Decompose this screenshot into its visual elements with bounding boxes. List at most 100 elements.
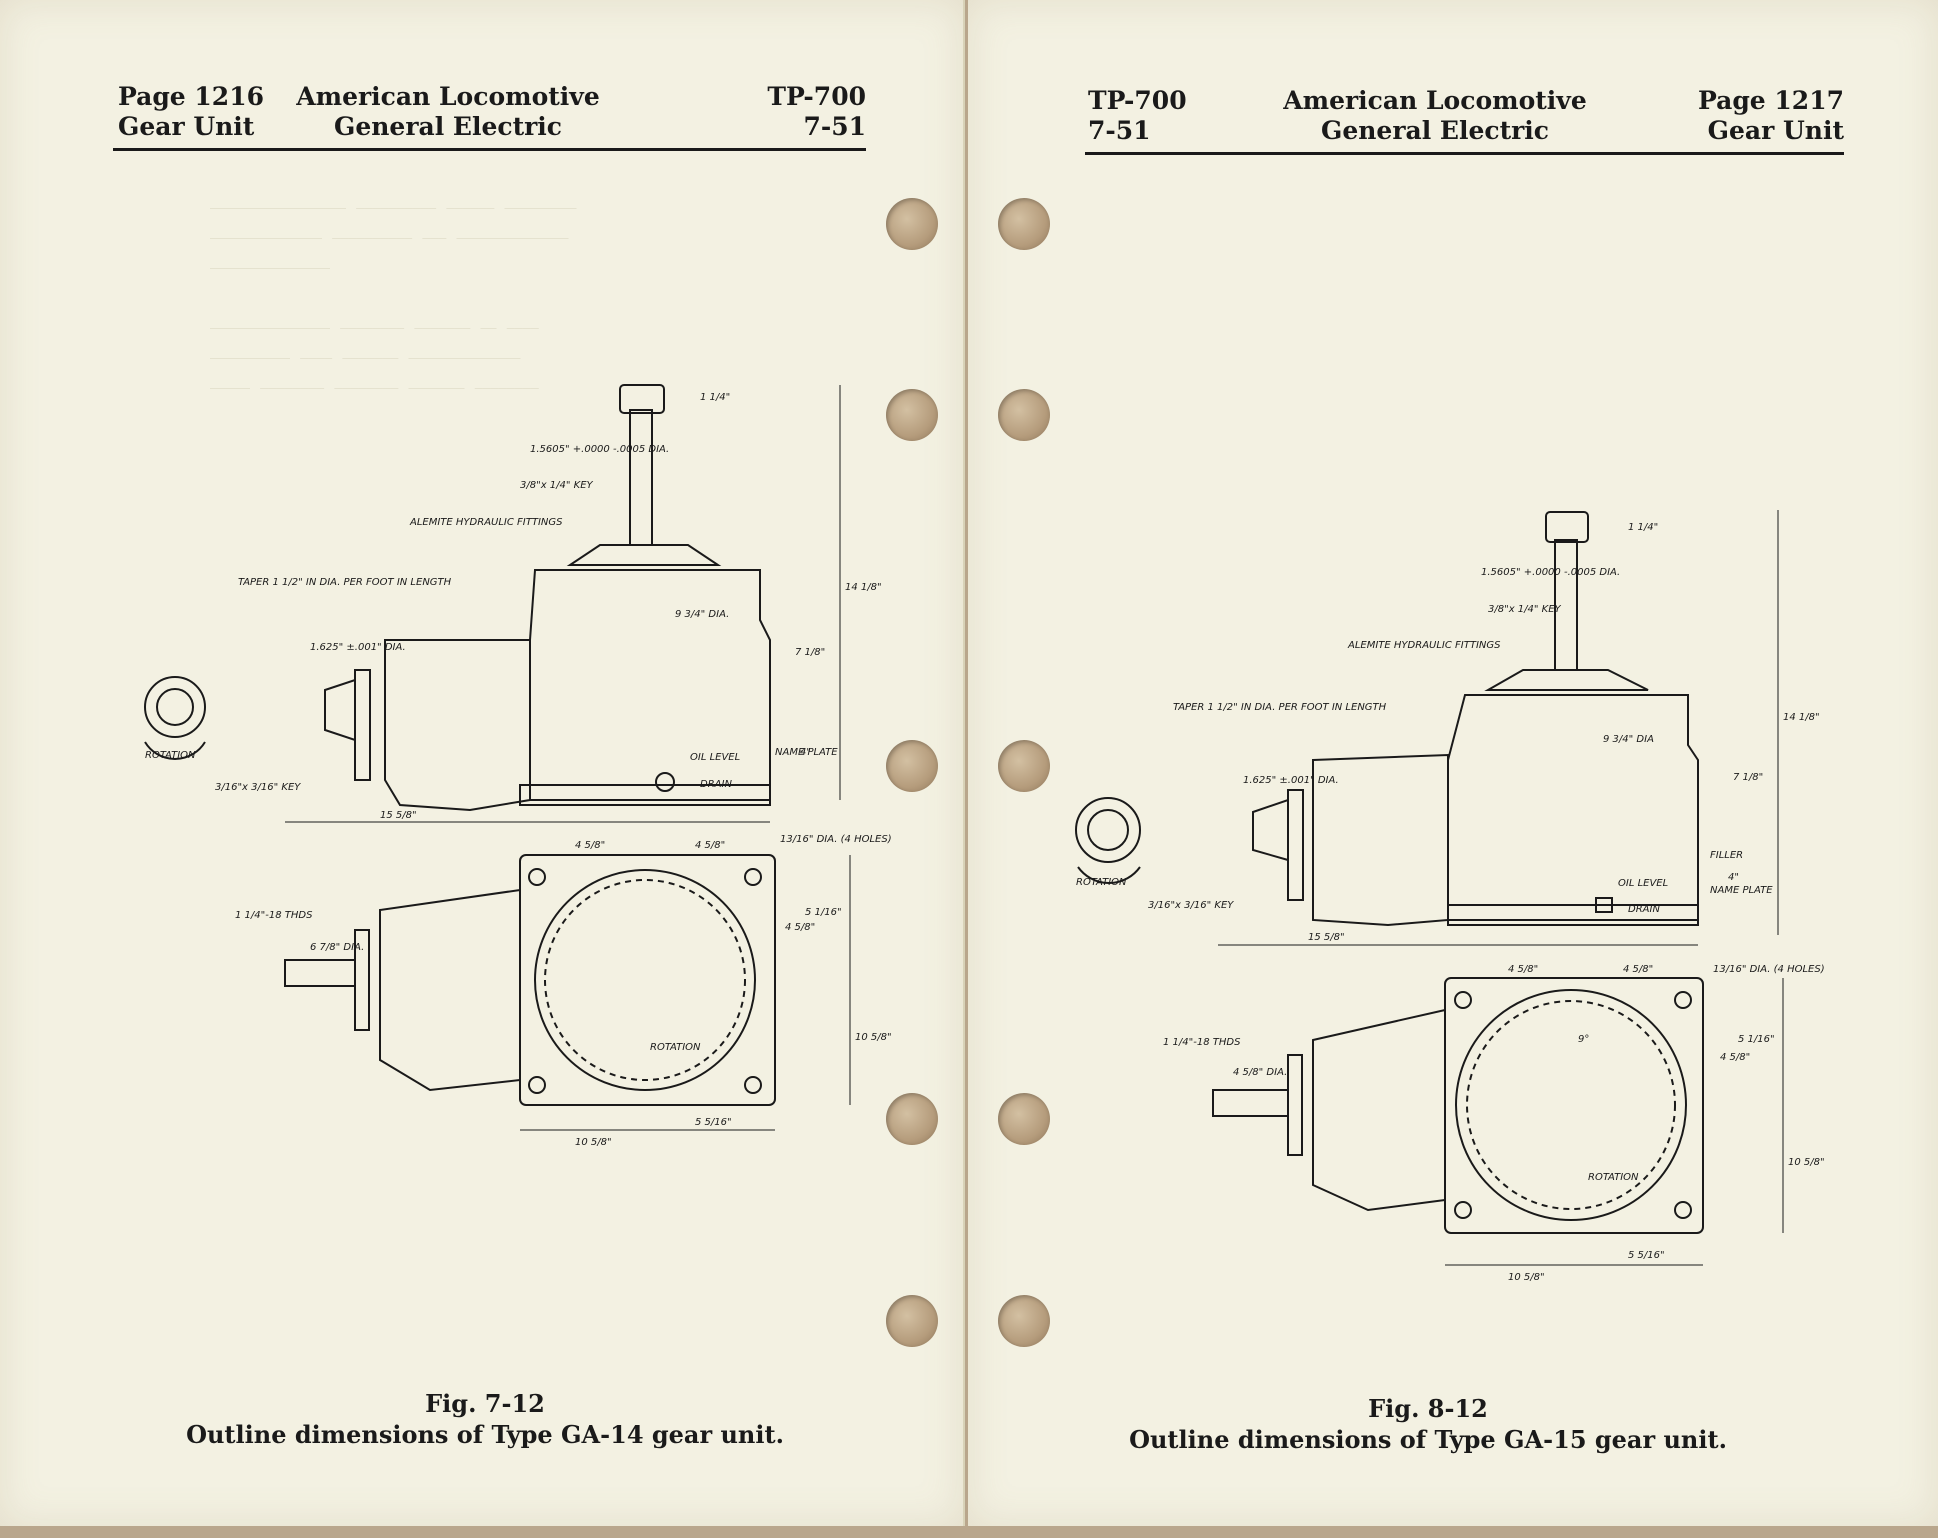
label-bore: 1.625" ±.001" DIA.: [310, 642, 406, 653]
label-rotation-top: ROTATION: [1076, 877, 1127, 888]
label-thds: 1 1/4"-18 THDS: [1163, 1037, 1241, 1048]
upper-housing: [529, 569, 771, 801]
label-oil-level: OIL LEVEL: [690, 752, 740, 763]
section-title: Gear Unit: [118, 112, 255, 141]
page-number: Page 1217: [1698, 86, 1844, 115]
dim-height: 14 1/8": [845, 582, 882, 593]
label-drain: DRAIN: [700, 779, 732, 790]
dim-body: 7 1/8": [1733, 772, 1763, 783]
label-taper: TAPER 1 1/2" IN DIA. PER FOOT IN LENGTH: [238, 577, 452, 588]
figure-caption-text: Outline dimensions of Type GA-15 gear un…: [1129, 1425, 1727, 1454]
bleed-through-text: _________________ __________ ______ ____…: [210, 190, 577, 389]
punch-hole: [886, 1295, 938, 1347]
label-holes: 13/16" DIA. (4 HOLES): [1713, 964, 1825, 975]
dim-half-a: 4 5/8": [1508, 964, 1538, 975]
bolt-hole-2: [744, 868, 762, 886]
dim-4: 4": [1728, 872, 1739, 883]
label-alemite: ALEMITE HYDRAULIC FITTINGS: [1347, 640, 1501, 651]
bolt-hole-1: [528, 868, 546, 886]
dim-side-b: 5 1/16": [805, 907, 842, 918]
left-page-header: Page 1216 Gear Unit American Locomotive …: [113, 82, 866, 158]
shaft-nut: [619, 384, 665, 414]
dim-4: 4": [800, 747, 811, 758]
punch-hole: [998, 1093, 1050, 1145]
end-view-flange-outer: [1075, 797, 1141, 863]
doc-date: 7-51: [803, 112, 866, 141]
header-rule: [1085, 152, 1844, 155]
dim-base: 10 5/8": [1508, 1272, 1545, 1283]
plan-view-bore-dashed: [1466, 1000, 1676, 1210]
dim-half-a: 4 5/8": [575, 840, 605, 851]
dim-off: 5 5/16": [695, 1117, 732, 1128]
label-name-plate: NAME PLATE: [775, 747, 838, 758]
figure-8-12-drawing: 1.5605" +.0000 -.0005 DIA. 3/8"x 1/4" KE…: [1075, 510, 1825, 1283]
drain-plug: [1595, 897, 1613, 913]
figure-caption-left: Fig. 7-12 Outline dimensions of Type GA-…: [160, 1388, 810, 1450]
input-flange: [354, 669, 371, 781]
figure-7-12-drawing: 1.5605" +.0000 -.0005 DIA. 3/8"x 1/4" KE…: [144, 384, 892, 1148]
dim-side-a: 4 5/8": [1720, 1052, 1750, 1063]
company-line-2: General Electric: [333, 112, 563, 141]
page-number: Page 1216: [118, 82, 264, 111]
dim-half-b: 4 5/8": [695, 840, 725, 851]
rotation-arrow-end: [144, 741, 206, 760]
label-oil-level: OIL LEVEL: [1618, 878, 1668, 889]
dim-side: 10 5/8": [855, 1032, 892, 1043]
label-rotation-bottom: ROTATION: [1588, 1172, 1639, 1183]
dim-shaft: 4 5/8" DIA.: [1233, 1067, 1287, 1078]
label-key-top: 3/8"x 1/4" KEY: [1488, 604, 1562, 615]
label-alemite: ALEMITE HYDRAULIC FITTINGS: [409, 517, 563, 528]
company-line-1: American Locomotive: [1283, 86, 1587, 115]
label-bore: 1.625" ±.001" DIA.: [1243, 775, 1339, 786]
bolt-hole-3: [1454, 1201, 1472, 1219]
right-page-header: TP-700 7-51 American Locomotive General …: [1085, 86, 1844, 162]
figure-caption-right: Fig. 8-12 Outline dimensions of Type GA-…: [1088, 1393, 1768, 1455]
punch-hole: [998, 740, 1050, 792]
side-housing: [1312, 753, 1449, 927]
plan-input-shaft: [1212, 1089, 1289, 1117]
plan-view-bore: [534, 869, 756, 1091]
plan-view-bore: [1455, 989, 1687, 1221]
company-line-1: American Locomotive: [296, 82, 600, 111]
bearing-cap: [566, 544, 722, 566]
punch-hole: [998, 1295, 1050, 1347]
label-shaft-dia: 1.5605" +.0000 -.0005 DIA.: [1481, 567, 1620, 578]
label-key-side: 3/16"x 3/16" KEY: [1148, 900, 1234, 911]
dim-length: 15 5/8": [1308, 932, 1345, 943]
punch-hole: [886, 198, 938, 250]
input-shaft-taper: [1252, 798, 1289, 862]
doc-date: 7-51: [1088, 116, 1151, 145]
side-housing: [384, 639, 531, 812]
header-rule: [113, 148, 866, 151]
bolt-hole-4: [1674, 1201, 1692, 1219]
bolt-hole-4: [744, 1076, 762, 1094]
label-shaft-dia: 1.5605" +.0000 -.0005 DIA.: [530, 444, 669, 455]
left-page: Page 1216 Gear Unit American Locomotive …: [0, 0, 965, 1526]
end-view-flange-inner: [156, 688, 194, 726]
section-title: Gear Unit: [1707, 116, 1844, 145]
label-rotation-top: ROTATION: [145, 750, 196, 761]
bolt-hole-2: [1674, 991, 1692, 1009]
label-name-plate: NAME PLATE: [1710, 885, 1773, 896]
label-drain: DRAIN: [1628, 904, 1660, 915]
label-thds: 1 1/4"-18 THDS: [235, 910, 313, 921]
plan-side-housing: [379, 888, 521, 1092]
label-taper: TAPER 1 1/2" IN DIA. PER FOOT IN LENGTH: [1173, 702, 1387, 713]
dim-side-a: 4 5/8": [785, 922, 815, 933]
shaft-nut: [1545, 511, 1589, 543]
plan-view-plate: [1444, 977, 1704, 1234]
dim-dia: 9 3/4" DIA: [1603, 734, 1654, 745]
label-filler: FILLER: [1710, 850, 1743, 861]
output-shaft: [629, 409, 653, 546]
doc-code: TP-700: [1088, 86, 1187, 115]
figure-number: Fig. 7-12: [425, 1389, 545, 1418]
plan-view-bore-dashed: [544, 879, 746, 1081]
label-key-top: 3/8"x 1/4" KEY: [520, 480, 594, 491]
base-plate: [1447, 904, 1699, 926]
bolt-hole-3: [528, 1076, 546, 1094]
end-view-flange-outer: [144, 676, 206, 738]
punch-hole: [886, 740, 938, 792]
right-page: TP-700 7-51 American Locomotive General …: [968, 0, 1938, 1526]
plan-input-flange: [1287, 1054, 1303, 1156]
rotation-arrow-end: [1077, 866, 1141, 884]
